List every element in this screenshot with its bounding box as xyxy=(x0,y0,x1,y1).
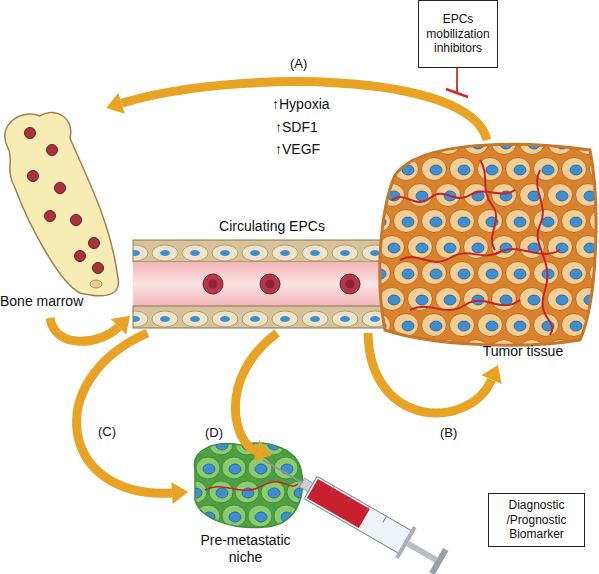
inhibitor-symbol xyxy=(446,89,468,97)
bone-illustration xyxy=(28,171,39,182)
bone-illustration xyxy=(25,128,36,139)
niche-illustration xyxy=(194,443,302,527)
inhibitor-box: EPCs mobilization inhibitors xyxy=(418,0,498,68)
bone-illustration xyxy=(93,263,104,274)
vessel-node: Circulating EPCs xyxy=(130,218,480,333)
blood-vessel xyxy=(260,274,280,294)
edge-label: (B) xyxy=(440,425,457,441)
arrow-shaft xyxy=(122,82,487,140)
bone-illustration xyxy=(71,215,82,226)
bone-marrow-node: Bone marrow xyxy=(0,108,125,318)
arrow-head xyxy=(253,440,271,461)
syringe-illustration xyxy=(406,541,438,563)
syringe-illustration xyxy=(429,548,448,574)
tumor-illustration xyxy=(380,144,596,345)
arrow-head xyxy=(171,482,188,504)
biomarker-node: Diagnostic /Prognostic Biomarker xyxy=(255,455,590,570)
syringe-illustration xyxy=(331,486,335,492)
blood-vessel xyxy=(203,274,223,294)
arrow-head xyxy=(106,93,125,114)
blood-vessel xyxy=(266,280,275,289)
syringe-illustration xyxy=(263,460,302,483)
factor-label: ↑VEGF xyxy=(275,141,320,158)
node-label: Circulating EPCs xyxy=(202,218,342,235)
tumor-illustration xyxy=(537,170,552,335)
curved-arrow xyxy=(50,316,130,342)
bone-illustration xyxy=(47,145,58,156)
inhibitor-symbol xyxy=(456,68,458,93)
arrow-shaft xyxy=(368,333,492,413)
niche-illustration xyxy=(194,443,302,527)
tumor-illustration xyxy=(392,190,515,202)
factor-label: ↑Hypoxia xyxy=(272,96,330,113)
syringe-illustration xyxy=(331,486,386,522)
arrow-head xyxy=(481,365,501,384)
bone-illustration xyxy=(55,183,66,194)
tumor-illustration xyxy=(410,300,520,310)
blood-vessel xyxy=(209,280,218,289)
niche-illustration xyxy=(205,482,298,491)
tumor-illustration xyxy=(392,160,560,335)
node-label: Diagnostic /Prognostic Biomarker xyxy=(488,493,585,547)
tumor-illustration xyxy=(380,144,596,345)
bone-illustration xyxy=(75,251,86,262)
syringe-illustration xyxy=(254,444,450,574)
arrow-shaft xyxy=(50,318,119,341)
bone-illustration xyxy=(90,280,102,288)
syringe-illustration xyxy=(348,496,352,502)
curved-arrow xyxy=(235,333,277,461)
niche-node: Pre-metastatic niche xyxy=(188,440,303,570)
syringe-illustration xyxy=(304,476,412,554)
tumor-node: Tumor tissue xyxy=(378,140,596,365)
blood-vessel xyxy=(340,274,360,294)
node-label: Tumor tissue xyxy=(468,343,578,360)
node-label: Bone marrow xyxy=(0,293,115,310)
arrow-head xyxy=(111,316,130,335)
bone-illustration xyxy=(5,112,119,295)
curved-arrow xyxy=(77,333,188,504)
curved-arrow xyxy=(368,333,502,413)
node-label: EPCs mobilization inhibitors xyxy=(419,1,497,67)
bone-illustration xyxy=(89,238,100,249)
edge-label: (A) xyxy=(290,56,307,72)
inhibitor-symbol xyxy=(446,68,468,97)
bone-illustration xyxy=(5,112,119,295)
bone-illustration xyxy=(45,211,56,222)
syringe-illustration xyxy=(383,516,387,522)
edge-label: (C) xyxy=(98,424,116,440)
node-label: Pre-metastatic niche xyxy=(188,532,303,566)
syringe-illustration xyxy=(366,506,370,512)
syringe-illustration xyxy=(307,479,370,528)
tumor-illustration xyxy=(480,160,496,250)
arrow-shaft xyxy=(235,333,277,451)
bone-illustration xyxy=(25,128,104,274)
factor-label: ↑SDF1 xyxy=(275,119,318,136)
syringe-illustration xyxy=(395,526,416,559)
blood-vessel xyxy=(346,280,355,289)
tumor-illustration xyxy=(400,249,560,262)
arrow-shaft xyxy=(77,333,172,493)
curved-arrow xyxy=(106,82,487,140)
edge-label: (D) xyxy=(205,425,223,441)
